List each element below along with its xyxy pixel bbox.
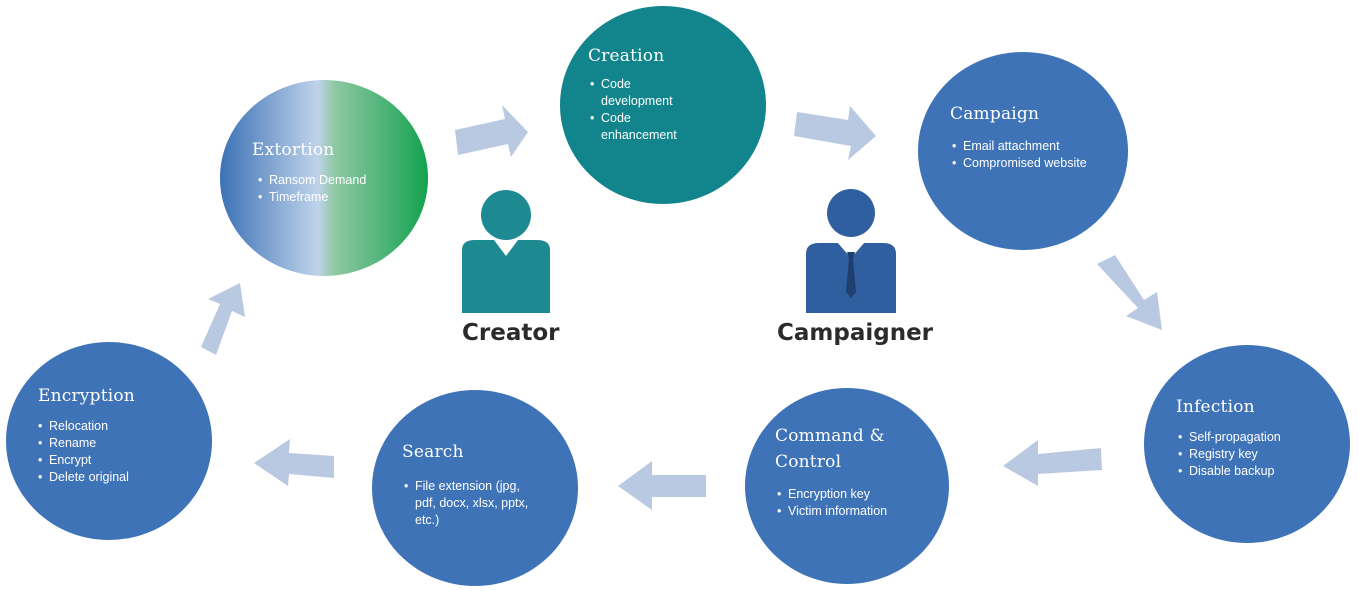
- stage-command-control: Command & Control Encryption key Victim …: [745, 388, 949, 584]
- list-item: Victim information: [777, 503, 907, 520]
- stage-encryption: Encryption Relocation Rename Encrypt Del…: [6, 342, 212, 540]
- stage-command-control-title-line1: Command &: [775, 426, 885, 446]
- stage-campaign-title: Campaign: [950, 104, 1040, 124]
- list-item: Code enhancement: [590, 110, 705, 144]
- list-item: Timeframe: [258, 189, 398, 206]
- stage-search-title: Search: [402, 442, 464, 462]
- flow-arrow-command-to-search: [618, 461, 706, 510]
- list-item: Encryption key: [777, 486, 907, 503]
- flow-arrow-extortion-to-creation: [455, 105, 528, 157]
- stage-creation: Creation Code development Code enhanceme…: [560, 6, 766, 204]
- list-item: Disable backup: [1178, 463, 1328, 480]
- stage-extortion-title: Extortion: [252, 140, 335, 160]
- campaigner-businessman-icon: [806, 189, 896, 313]
- list-item: Self-propagation: [1178, 429, 1328, 446]
- list-item: Ransom Demand: [258, 172, 398, 189]
- stage-infection-items: Self-propagation Registry key Disable ba…: [1178, 429, 1328, 480]
- stage-creation-items: Code development Code enhancement: [590, 76, 705, 144]
- stage-command-control-items: Encryption key Victim information: [777, 486, 907, 520]
- flow-arrow-search-to-encryption: [254, 439, 334, 486]
- stage-campaign: Campaign Email attachment Compromised we…: [918, 52, 1128, 250]
- flow-arrow-encryption-to-extortion: [201, 283, 245, 355]
- list-item: Registry key: [1178, 446, 1328, 463]
- stage-creation-title: Creation: [588, 46, 665, 66]
- creator-label: Creator: [462, 320, 560, 346]
- stage-search: Search File extension (jpg, pdf, docx, x…: [372, 390, 578, 586]
- list-item: Email attachment: [952, 138, 1087, 155]
- list-item: File extension (jpg, pdf, docx, xlsx, pp…: [404, 478, 529, 529]
- stage-campaign-items: Email attachment Compromised website: [952, 138, 1087, 172]
- stage-infection-title: Infection: [1176, 397, 1255, 417]
- flow-arrow-campaign-to-infection: [1097, 255, 1162, 330]
- flow-arrow-creation-to-campaign: [794, 106, 876, 160]
- stage-extortion-items: Ransom Demand Timeframe: [258, 172, 398, 206]
- list-item: Relocation: [38, 418, 188, 435]
- stage-encryption-items: Relocation Rename Encrypt Delete origina…: [38, 418, 188, 486]
- list-item: Encrypt: [38, 452, 188, 469]
- list-item: Delete original: [38, 469, 188, 486]
- stage-extortion: Extortion Ransom Demand Timeframe: [220, 80, 428, 276]
- list-item: Code development: [590, 76, 705, 110]
- flow-arrow-infection-to-command: [1003, 440, 1102, 486]
- stage-encryption-title: Encryption: [38, 386, 135, 406]
- stage-search-items: File extension (jpg, pdf, docx, xlsx, pp…: [404, 478, 529, 529]
- campaigner-label: Campaigner: [777, 320, 934, 346]
- stage-command-control-title-line2: Control: [775, 452, 842, 472]
- list-item: Rename: [38, 435, 188, 452]
- creator-person-icon: [462, 190, 550, 313]
- stage-infection: Infection Self-propagation Registry key …: [1144, 345, 1350, 543]
- list-item: Compromised website: [952, 155, 1087, 172]
